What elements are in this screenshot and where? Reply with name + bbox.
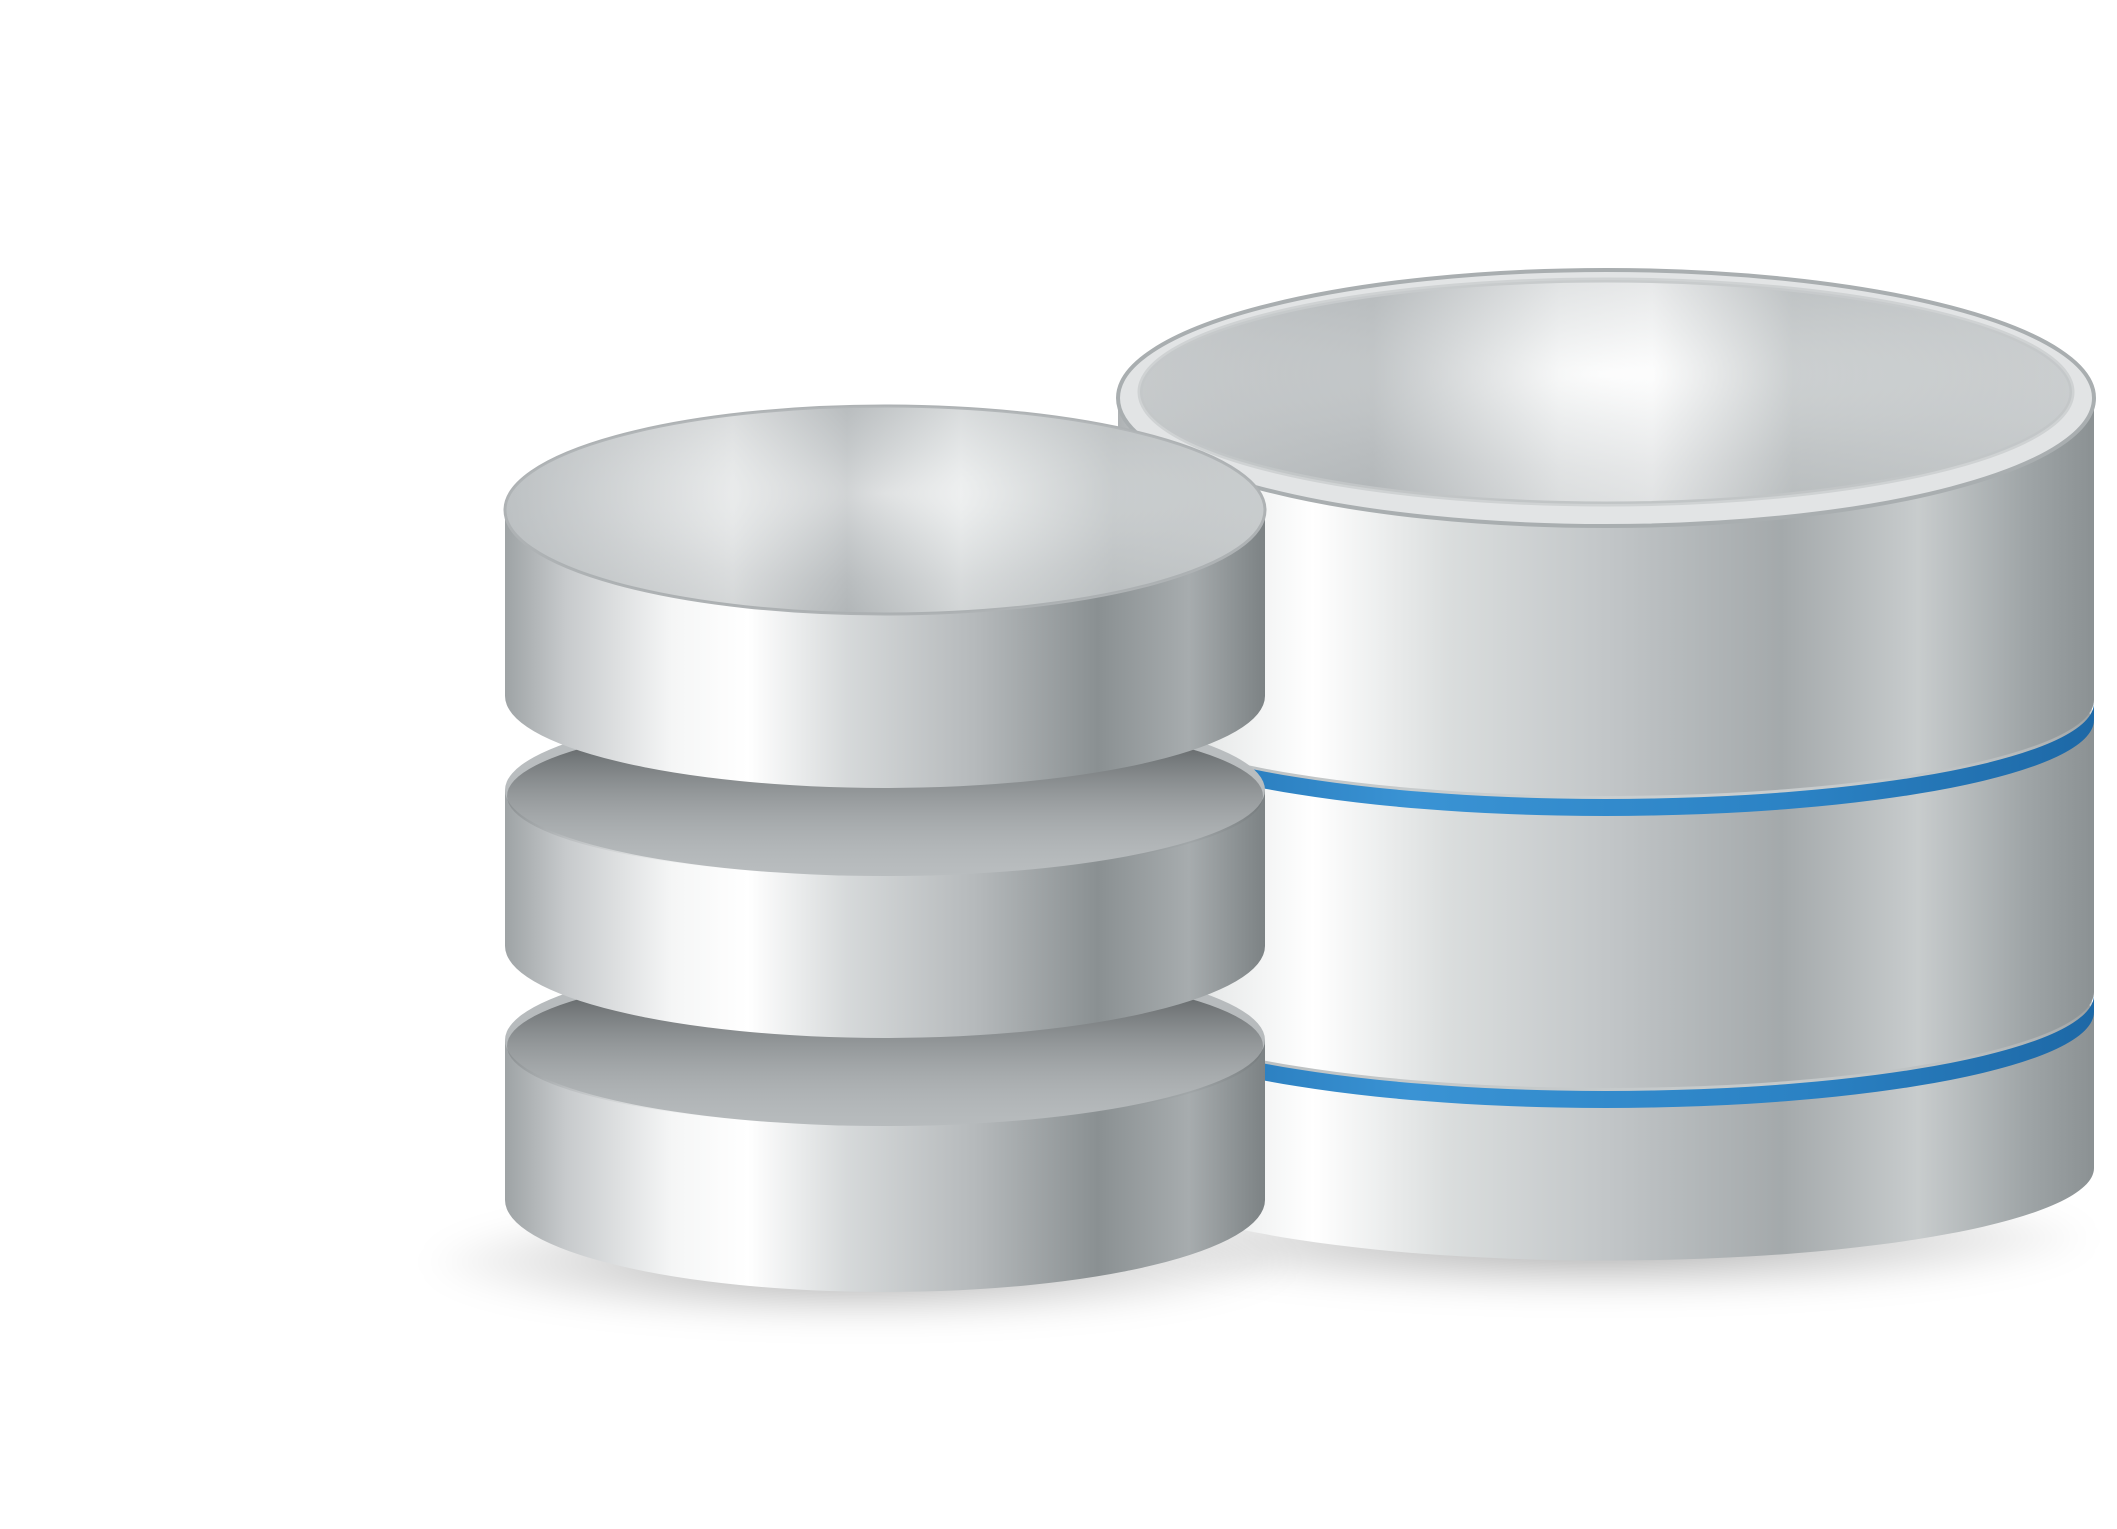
large-stack-disk-1: [1116, 268, 2096, 796]
large-stack: [1116, 268, 2096, 1261]
small-stack-disk-1: [503, 404, 1267, 788]
large-stack-ring-1: [1118, 703, 2094, 816]
large-stack-ring-2: [1118, 995, 2094, 1108]
small-stack: [503, 404, 1267, 1292]
